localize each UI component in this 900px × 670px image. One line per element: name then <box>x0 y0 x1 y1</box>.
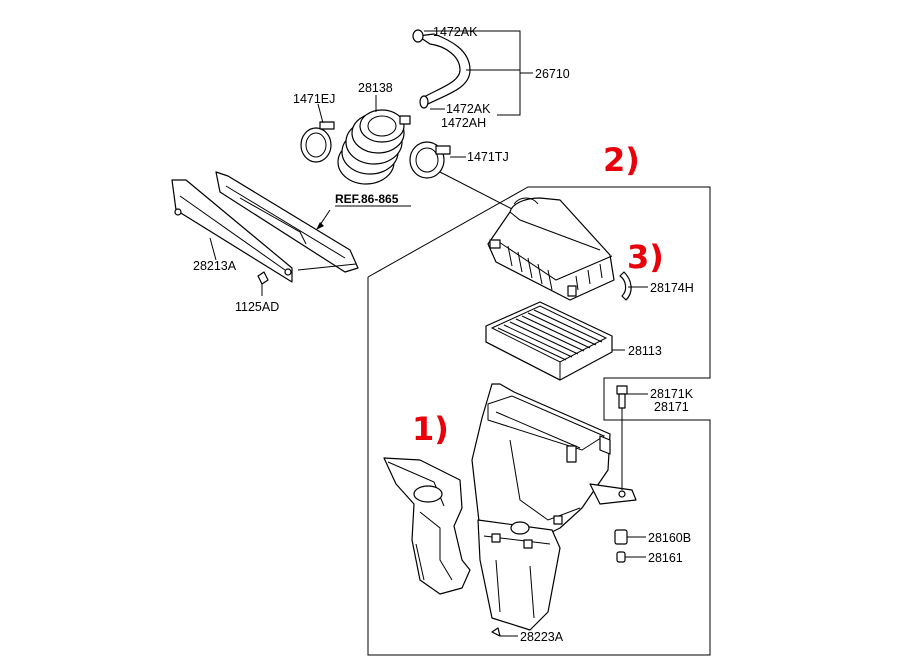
intake-hose <box>337 95 411 185</box>
label-28213A: 28213A <box>193 259 237 273</box>
hose-clamp-right <box>409 141 517 212</box>
label-ref: REF.86-865 <box>335 192 399 206</box>
air-cleaner-cover <box>487 197 648 301</box>
label-28113: 28113 <box>628 344 662 358</box>
annotation-3: 3) <box>627 238 664 276</box>
label-28138: 28138 <box>358 81 393 95</box>
clip-28223A <box>491 627 518 637</box>
air-filter-element <box>485 301 625 381</box>
annotation-2: 2) <box>603 141 640 179</box>
label-1471TJ: 1471TJ <box>467 150 509 164</box>
label-28161: 28161 <box>648 551 683 565</box>
label-1472AK-top: 1472AK <box>433 25 478 39</box>
mount-bolt <box>616 385 648 490</box>
breather-hose <box>412 29 533 116</box>
annotation-1: 1) <box>412 410 449 448</box>
label-28174H: 28174H <box>650 281 694 295</box>
label-1472AH: 1472AH <box>441 116 486 130</box>
label-1472AK-bottom: 1472AK <box>446 102 491 116</box>
label-1125AD: 1125AD <box>235 300 279 314</box>
label-26710: 26710 <box>535 67 570 81</box>
label-1471EJ: 1471EJ <box>293 92 335 106</box>
label-28223A: 28223A <box>520 630 564 644</box>
hose-clamp-left <box>300 103 335 163</box>
air-cleaner-body <box>471 383 637 631</box>
label-28171K: 28171K <box>650 387 694 401</box>
air-guide <box>171 171 359 296</box>
insulator-28160B <box>614 529 646 545</box>
collar-28161 <box>616 551 646 563</box>
intake-duct <box>383 457 471 595</box>
label-28171: 28171 <box>654 400 689 414</box>
assembly-frame <box>367 186 711 656</box>
label-28160B: 28160B <box>648 531 691 545</box>
